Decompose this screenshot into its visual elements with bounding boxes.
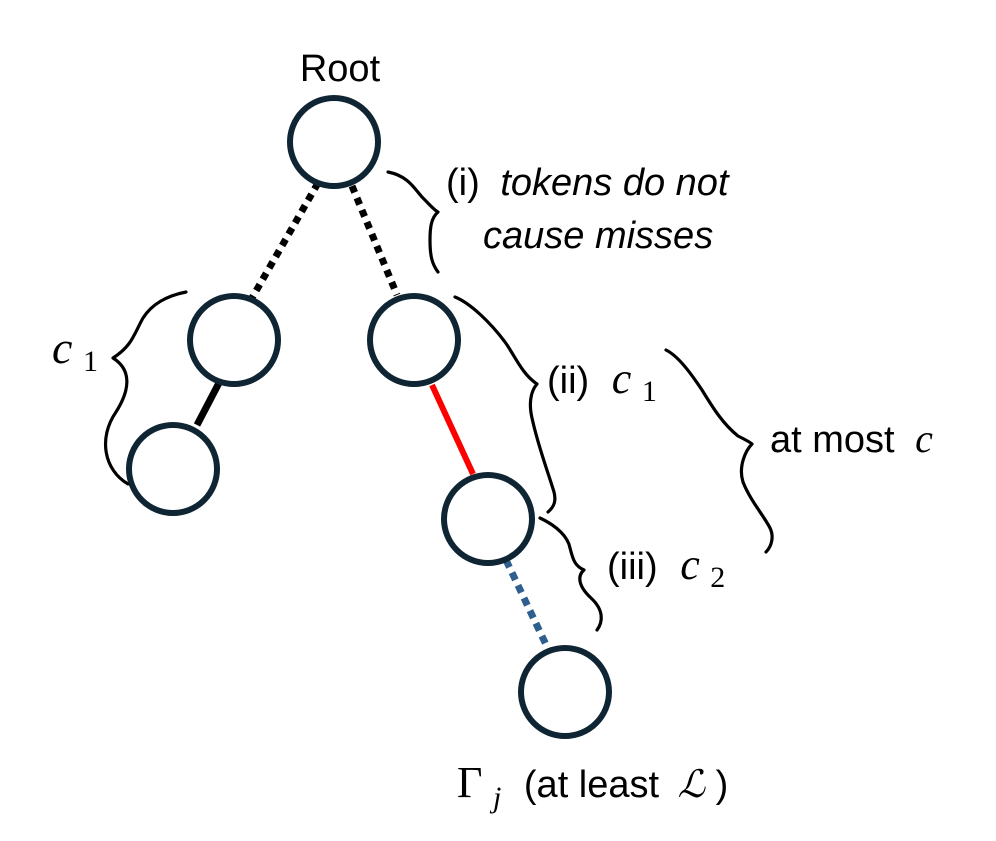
label-iii: (iii) c 2: [607, 540, 725, 594]
brace-iii: [538, 516, 603, 632]
label-iii-sub: 2: [710, 561, 725, 594]
label-atmost-var: c: [915, 416, 933, 461]
brace-left-c1: [103, 290, 188, 486]
edge-right-red: [429, 383, 476, 476]
edge-blue-dotted: [502, 558, 553, 653]
label-c1-left: c 1: [52, 322, 98, 378]
label-i-line2: cause misses: [483, 215, 713, 257]
label-i-line1: (i) tokens do not: [446, 162, 730, 204]
edge-root-right: [348, 184, 401, 297]
label-gamma-symbol: Γ: [457, 758, 482, 807]
label-c1-left-var: c: [52, 322, 72, 373]
label-c1-left-sub: 1: [83, 345, 98, 378]
label-i-text-line1: tokens do not: [500, 162, 730, 204]
label-gamma: Γ j (at least ℒ ): [457, 758, 728, 816]
brace-i: [386, 170, 440, 274]
right-child-node: [441, 472, 535, 566]
label-atmost: at most c: [770, 416, 933, 461]
label-ii-var: c: [612, 354, 632, 403]
label-iii-var: c: [680, 540, 700, 589]
label-ii: (ii) c 1: [547, 354, 657, 408]
label-ii-prefix: (ii): [547, 360, 589, 402]
left-node: [187, 293, 281, 387]
root-node: [287, 95, 381, 189]
label-gamma-sub: j: [489, 781, 501, 814]
label-i-prefix: (i): [446, 162, 480, 204]
right-node: [367, 293, 461, 387]
brace-atmost: [664, 348, 774, 554]
left-child-node: [126, 422, 220, 516]
label-gamma-open: (at least: [524, 764, 660, 806]
leaf-node: [518, 645, 612, 739]
edge-root-left: [248, 181, 322, 300]
edge-left-child: [193, 379, 224, 427]
root-label: Root: [300, 48, 381, 90]
label-gamma-L: ℒ: [678, 764, 707, 806]
label-gamma-close: ): [716, 764, 729, 806]
label-iii-prefix: (iii): [607, 546, 658, 588]
label-ii-sub: 1: [642, 375, 657, 408]
brace-ii: [453, 295, 557, 514]
label-atmost-text: at most: [770, 419, 895, 461]
